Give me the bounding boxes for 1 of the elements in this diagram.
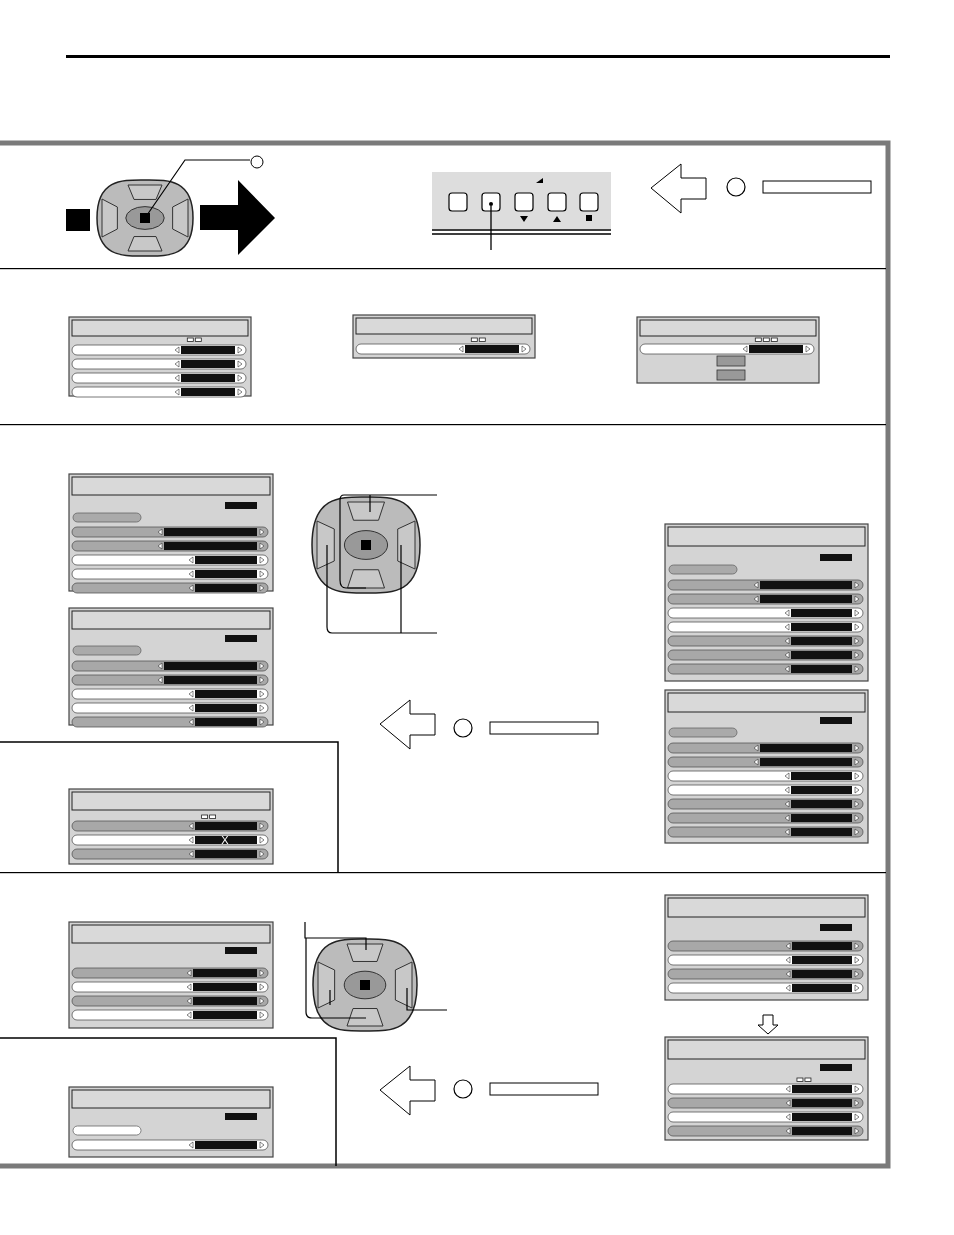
menu-value: X bbox=[221, 834, 229, 846]
